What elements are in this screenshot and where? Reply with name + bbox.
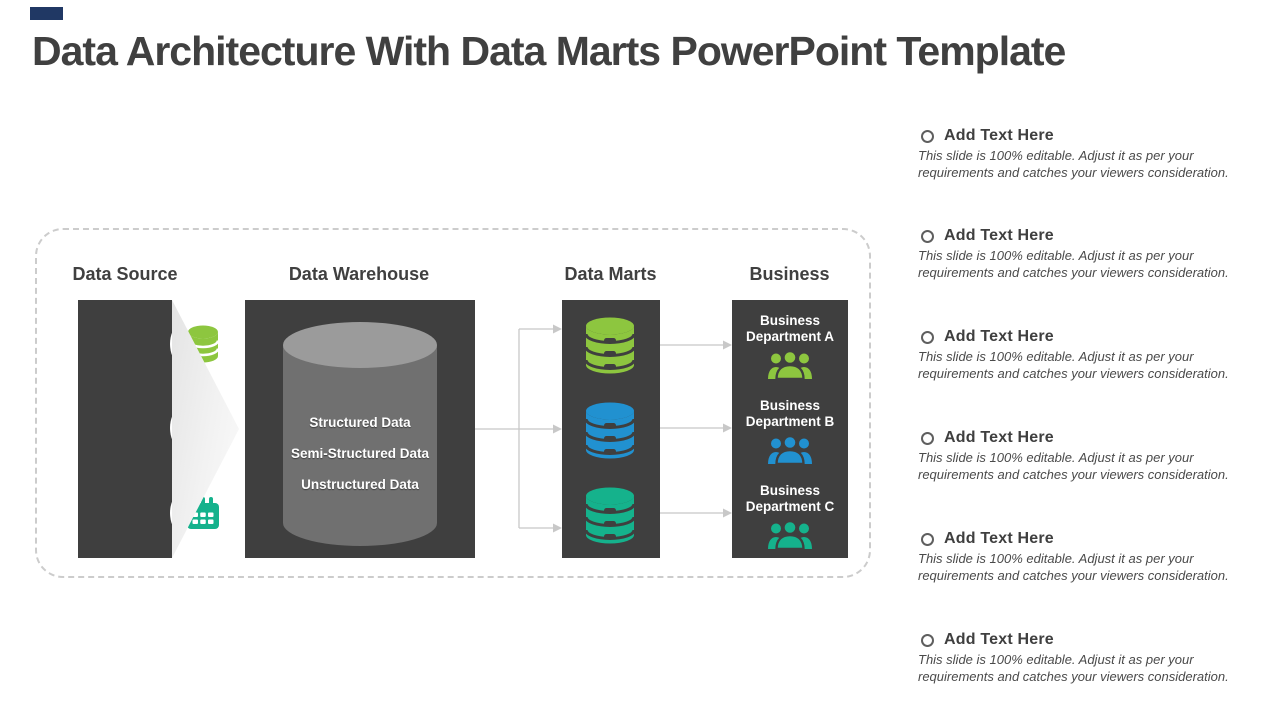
column-header-business: Business xyxy=(749,264,830,284)
warehouse-cylinder xyxy=(283,322,437,546)
business-department-a: Business Department A xyxy=(732,313,848,379)
accent-chip xyxy=(30,7,63,20)
add-text-heading: Add Text Here xyxy=(944,227,1054,244)
business-department-b: Business Department B xyxy=(732,398,848,464)
circle-bullet-icon xyxy=(921,130,934,143)
department-label-line2: Department C xyxy=(745,499,835,514)
add-text-heading: Add Text Here xyxy=(944,429,1054,446)
warehouse-layer-label: Semi-Structured Data xyxy=(290,446,430,461)
datamart-db-icon-c xyxy=(584,487,636,544)
column-header-data-source: Data Source xyxy=(72,264,178,284)
add-text-heading: Add Text Here xyxy=(944,127,1054,144)
add-text-heading: Add Text Here xyxy=(944,530,1054,547)
data-source-panel xyxy=(78,300,236,558)
text-block: Add Text Here This slide is 100% editabl… xyxy=(918,127,1254,181)
warehouse-layer-label: Structured Data xyxy=(309,415,411,430)
circle-bullet-icon xyxy=(921,230,934,243)
block-body-text: This slide is 100% editable. Adjust it a… xyxy=(918,652,1229,684)
circle-bullet-icon xyxy=(921,533,934,546)
block-body-text: This slide is 100% editable. Adjust it a… xyxy=(918,349,1229,381)
department-label-line1: Business xyxy=(759,483,821,498)
people-group-icon xyxy=(768,351,812,379)
diagram-frame xyxy=(35,228,871,578)
text-block: Add Text Here This slide is 100% editabl… xyxy=(918,227,1254,281)
block-body-text: This slide is 100% editable. Adjust it a… xyxy=(918,248,1229,280)
circle-bullet-icon xyxy=(921,634,934,647)
warehouse-layer-label: Unstructured Data xyxy=(301,477,419,492)
block-body-text: This slide is 100% editable. Adjust it a… xyxy=(918,450,1229,482)
department-label-line2: Department B xyxy=(745,414,835,429)
text-block: Add Text Here This slide is 100% editabl… xyxy=(918,530,1254,584)
department-label-line2: Department A xyxy=(745,329,834,344)
people-group-icon xyxy=(768,521,812,549)
business-department-c: Business Department C xyxy=(732,483,848,549)
datamart-db-icon-a xyxy=(584,317,636,374)
circle-bullet-icon xyxy=(921,331,934,344)
people-group-icon xyxy=(768,436,812,464)
column-header-data-marts: Data Marts xyxy=(564,264,657,284)
text-block: Add Text Here This slide is 100% editabl… xyxy=(918,429,1254,483)
text-block: Add Text Here This slide is 100% editabl… xyxy=(918,328,1254,382)
circle-bullet-icon xyxy=(921,432,934,445)
department-label-line1: Business xyxy=(759,398,821,413)
text-block: Add Text Here This slide is 100% editabl… xyxy=(918,631,1254,685)
column-header-data-warehouse: Data Warehouse xyxy=(288,264,430,284)
department-label-line1: Business xyxy=(759,313,821,328)
business-panel xyxy=(732,300,848,558)
add-text-heading: Add Text Here xyxy=(944,631,1054,648)
block-body-text: This slide is 100% editable. Adjust it a… xyxy=(918,148,1229,180)
datamart-db-icon-b xyxy=(584,402,636,459)
block-body-text: This slide is 100% editable. Adjust it a… xyxy=(918,551,1229,583)
slide-title: Data Architecture With Data Marts PowerP… xyxy=(32,28,1066,74)
add-text-heading: Add Text Here xyxy=(944,328,1054,345)
